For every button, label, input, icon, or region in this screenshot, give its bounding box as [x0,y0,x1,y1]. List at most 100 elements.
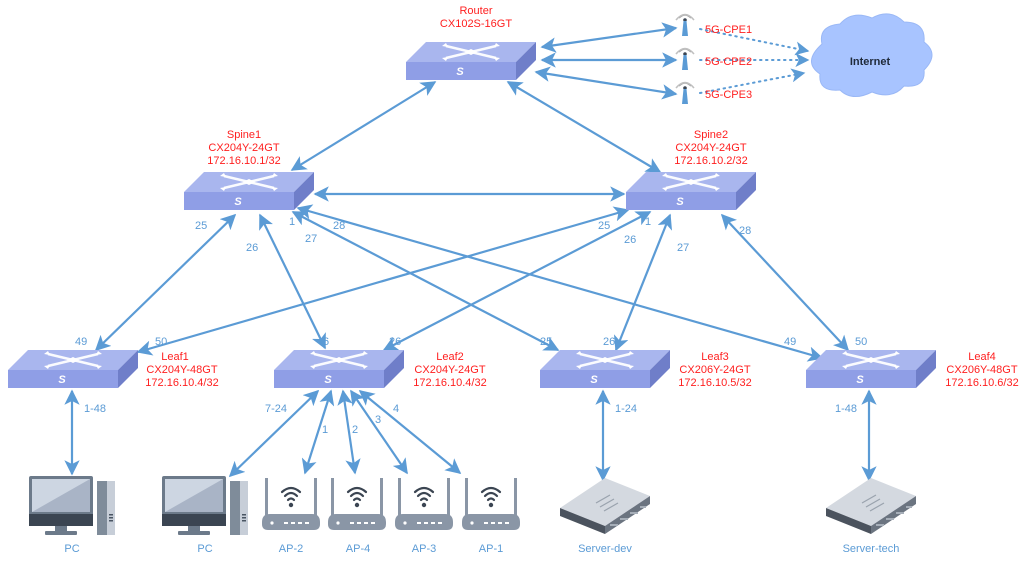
server-dev-label: Server-dev [578,543,632,555]
pc2-node[interactable]: PC [162,476,248,555]
router-model: CX102S-16GT [440,18,512,30]
leaf3-model: CX206Y-24GT [679,364,750,376]
link-spine2-leaf2 [382,211,652,351]
internet-label: Internet [850,56,891,68]
access-point-icon [393,476,455,532]
port-label: 26 [389,336,401,348]
port-label: 1-48 [84,403,106,415]
link-router-spine1 [290,81,437,171]
cpe2-node[interactable]: 5G-CPE2 [675,47,752,71]
ap4-label: AP-4 [346,543,370,555]
port-label: 25 [195,220,207,232]
links [64,22,877,482]
spine1-node[interactable]: Spine1 CX204Y-24GT 172.16.10.1/32 S [182,129,316,212]
link-cpe1-internet [699,28,810,56]
router-name: Router [459,5,492,17]
switch-glyph: S [456,66,464,78]
port-label: 1-48 [835,403,857,415]
link-spine2-leaf3 [613,213,673,352]
port-label: 1 [289,216,295,228]
leaf1-ip: 172.16.10.4/32 [145,377,218,389]
spine2-name: Spine2 [694,129,728,141]
port-label: 25 [540,336,552,348]
leaf2-name: Leaf2 [436,351,464,363]
spine1-name: Spine1 [227,129,261,141]
leaf4-model: CX206Y-48GT [946,364,1017,376]
cpe3-label: 5G-CPE3 [705,89,752,101]
cpe1-node[interactable]: 5G-CPE1 [675,13,752,37]
router-node[interactable]: Router CX102S-16GT S [404,5,538,82]
pc-icon [29,476,115,535]
port-label: 4 [393,403,399,415]
port-label: 49 [784,336,796,348]
cpe3-node[interactable]: 5G-CPE3 [675,81,752,105]
link-leaf2-ap1 [358,390,462,474]
spine1-ip: 172.16.10.1/32 [207,155,280,167]
leaf2-ip: 172.16.10.4/32 [413,377,486,389]
pc1-node[interactable]: PC [29,476,115,555]
port-label: 26 [603,336,615,348]
port-label: 27 [305,233,317,245]
leaf4-node[interactable]: Leaf4 CX206Y-48GT 172.16.10.6/32 S [804,348,1019,390]
leaf2-node[interactable]: Leaf2 CX204Y-24GT 172.16.10.4/32 S [272,348,487,390]
switch-glyph: S [590,374,598,386]
ap2-node[interactable]: AP-2 [260,476,322,555]
port-labels: 25 26 1 27 28 25 26 1 27 28 49 50 1-48 6… [75,216,867,436]
link-cpe3-internet [699,68,806,94]
port-label: 3 [375,414,381,426]
leaf4-name: Leaf4 [968,351,996,363]
port-label: 50 [855,336,867,348]
server-tech-node[interactable]: Server-tech [825,477,917,555]
leaf1-model: CX204Y-48GT [146,364,217,376]
leaf3-name: Leaf3 [701,351,729,363]
port-label: 2 [352,424,358,436]
switch-glyph: S [58,374,66,386]
switch-glyph: S [234,196,242,208]
cpe1-label: 5G-CPE1 [705,24,752,36]
leaf4-ip: 172.16.10.6/32 [945,377,1018,389]
access-point-icon [260,476,322,532]
switch-glyph: S [324,374,332,386]
leaf1-name: Leaf1 [161,351,189,363]
leaf3-ip: 172.16.10.5/32 [678,377,751,389]
spine1-model: CX204Y-24GT [208,142,279,154]
leaf3-node[interactable]: Leaf3 CX206Y-24GT 172.16.10.5/32 S [538,348,752,390]
port-label: 26 [246,242,258,254]
port-label: 26 [624,234,636,246]
link-spine2-leaf4 [720,213,850,352]
server-dev-node[interactable]: Server-dev [559,477,651,555]
ap4-node[interactable]: AP-4 [326,476,388,555]
server-icon [825,477,917,535]
internet-node[interactable]: Internet [811,13,933,97]
port-label: 28 [333,220,345,232]
ap3-label: AP-3 [412,543,436,555]
link-leaf2-ap2 [301,389,335,475]
port-label: 50 [155,336,167,348]
pc1-label: PC [64,543,79,555]
link-router-spine2 [506,81,662,173]
spine2-model: CX204Y-24GT [675,142,746,154]
spine2-node[interactable]: Spine2 CX204Y-24GT 172.16.10.2/32 S [624,129,758,212]
port-label: 27 [677,242,689,254]
link-router-cpe1 [540,22,678,53]
ap2-label: AP-2 [279,543,303,555]
port-label: 1-24 [615,403,637,415]
port-label: 28 [739,225,751,237]
leaf1-node[interactable]: Leaf1 CX204Y-48GT 172.16.10.4/32 S [6,348,219,390]
port-label: 7-24 [265,403,287,415]
server-icon [559,477,651,535]
ap3-node[interactable]: AP-3 [393,476,455,555]
spine2-ip: 172.16.10.2/32 [674,155,747,167]
access-point-icon [460,476,522,532]
server-tech-label: Server-tech [843,543,900,555]
port-label: 25 [598,220,610,232]
port-label: 6 [323,336,329,348]
pc2-label: PC [197,543,212,555]
ap1-label: AP-1 [479,543,503,555]
ap1-node[interactable]: AP-1 [460,476,522,555]
cloud-icon [811,13,933,97]
switch-glyph: S [676,196,684,208]
port-label: 1 [322,424,328,436]
